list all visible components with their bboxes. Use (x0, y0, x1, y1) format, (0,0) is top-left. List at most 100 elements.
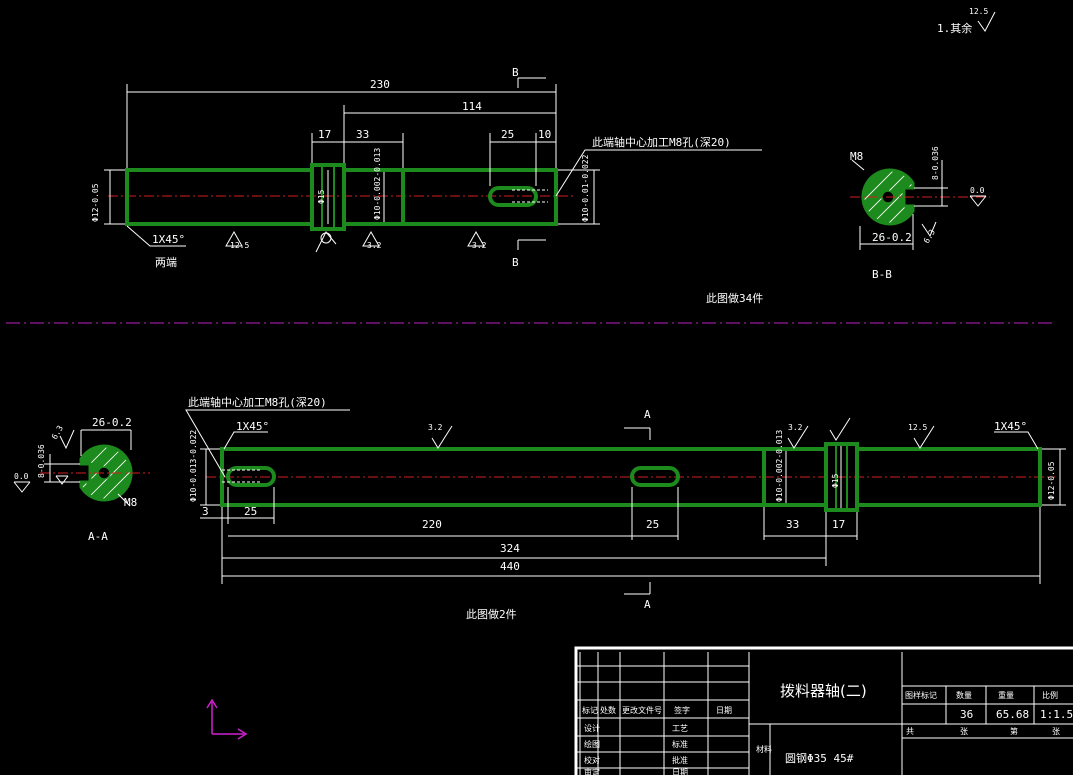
svg-text:M8: M8 (850, 150, 863, 163)
svg-text:3.2: 3.2 (367, 241, 382, 250)
svg-text:10: 10 (538, 128, 551, 141)
svg-text:处数: 处数 (600, 705, 616, 715)
svg-text:230: 230 (370, 78, 390, 91)
svg-text:绘图: 绘图 (584, 739, 600, 749)
drawing-title: 拨料器轴(二) (780, 682, 867, 700)
svg-text:材料: 材料 (756, 744, 772, 754)
svg-text:Φ10-0.002-0.013: Φ10-0.002-0.013 (373, 148, 382, 220)
svg-text:3.2: 3.2 (788, 423, 803, 432)
svg-text:日期: 日期 (672, 768, 688, 775)
svg-text:两端: 两端 (155, 256, 177, 269)
title-block: 拨料器轴(二) 圆钢Φ35 45# 材料 图样标记 数量 重量 比例 36 65… (574, 646, 1073, 775)
svg-text:220: 220 (422, 518, 442, 531)
svg-text:第: 第 (1010, 726, 1018, 736)
svg-text:标准: 标准 (672, 739, 688, 749)
svg-text:12.5: 12.5 (908, 423, 927, 432)
svg-text:比例: 比例 (1042, 690, 1058, 700)
ucs-axis-icon (206, 698, 248, 740)
svg-text:3.2: 3.2 (428, 423, 443, 432)
svg-text:签字: 签字 (674, 705, 690, 715)
svg-text:12.5: 12.5 (230, 241, 249, 250)
top-roughness-symbols: 12.5 3.2 3.2 (225, 230, 487, 253)
svg-text:33: 33 (786, 518, 799, 531)
svg-text:日期: 日期 (716, 706, 732, 715)
svg-text:8-0.036: 8-0.036 (931, 146, 940, 180)
svg-text:B: B (512, 66, 519, 79)
material-spec: 圆钢Φ35 45# (785, 752, 854, 765)
bottom-keyway-slot-mid (630, 466, 680, 487)
top-keyway-slot (488, 186, 538, 207)
top-section-mark: B B (512, 66, 546, 269)
svg-text:共: 共 (906, 727, 914, 736)
top-chamfer-note: 1X45° 两端 (126, 225, 186, 269)
svg-text:重量: 重量 (998, 690, 1014, 700)
bottom-quantity-note: 此图做2件 (466, 607, 517, 621)
svg-text:3.2: 3.2 (472, 241, 487, 250)
svg-text:1X45°: 1X45° (152, 233, 185, 246)
svg-text:M8: M8 (124, 496, 137, 509)
svg-text:36: 36 (960, 708, 973, 721)
svg-text:26-0.2: 26-0.2 (92, 416, 132, 429)
svg-text:0.0: 0.0 (14, 472, 29, 481)
svg-text:Φ15: Φ15 (317, 189, 326, 204)
bottom-dimensions: Φ10-0.013-0.022 Φ10-0.002-0.013 Φ15 Φ12-… (189, 430, 1066, 584)
bottom-shaft-view: Φ10-0.013-0.022 Φ10-0.002-0.013 Φ15 Φ12-… (185, 395, 1066, 621)
svg-text:1X45°: 1X45° (994, 420, 1027, 433)
svg-text:26-0.2: 26-0.2 (872, 231, 912, 244)
top-center-hole-note: 此端轴中心加工M8孔(深20) (555, 135, 762, 197)
svg-text:数量: 数量 (956, 690, 972, 700)
svg-text:6.3: 6.3 (922, 228, 937, 245)
svg-text:张: 张 (1052, 727, 1060, 736)
svg-text:1.其余: 1.其余 (937, 21, 972, 35)
svg-text:此端轴中心加工M8孔(深20): 此端轴中心加工M8孔(深20) (188, 395, 327, 409)
svg-text:17: 17 (318, 128, 331, 141)
svg-text:批准: 批准 (672, 755, 688, 765)
svg-text:25: 25 (244, 505, 257, 518)
top-dimensions: 230 114 17 33 25 10 Φ12-0.05 Φ15 Φ10-0.0… (91, 78, 600, 225)
bottom-chamfer-notes: 1X45° 1X45° (223, 420, 1039, 450)
svg-text:设计: 设计 (584, 723, 600, 733)
bottom-section-mark: A A (624, 408, 651, 611)
svg-text:Φ15: Φ15 (831, 473, 840, 488)
svg-text:Φ10-0.01-0.022: Φ10-0.01-0.022 (581, 154, 590, 222)
svg-text:B-B: B-B (872, 268, 892, 281)
svg-text:张: 张 (960, 727, 968, 736)
svg-text:此端轴中心加工M8孔(深20): 此端轴中心加工M8孔(深20) (592, 135, 731, 149)
svg-text:3: 3 (202, 505, 209, 518)
top-shaft-view: 230 114 17 33 25 10 Φ12-0.05 Φ15 Φ10-0.0… (91, 66, 763, 305)
svg-text:65.68: 65.68 (996, 708, 1029, 721)
svg-text:图样标记: 图样标记 (905, 690, 937, 700)
section-aa: 26-0.2 M8 8-0.036 0.0 6.3 A-A (13, 416, 150, 543)
svg-text:12.5: 12.5 (969, 7, 988, 16)
svg-text:440: 440 (500, 560, 520, 573)
svg-text:A: A (644, 408, 651, 421)
bottom-roughness-symbols: 3.2 3.2 12.5 (428, 417, 935, 449)
svg-text:更改文件号: 更改文件号 (622, 705, 662, 715)
svg-text:校对: 校对 (584, 755, 600, 765)
svg-text:Φ10-0.002-0.013: Φ10-0.002-0.013 (775, 430, 784, 502)
svg-text:33: 33 (356, 128, 369, 141)
svg-text:17: 17 (832, 518, 845, 531)
svg-text:0.0: 0.0 (970, 186, 985, 195)
svg-text:25: 25 (501, 128, 514, 141)
svg-text:8-0.036: 8-0.036 (37, 444, 46, 478)
svg-text:6.3: 6.3 (50, 424, 65, 441)
bottom-center-hole-note: 此端轴中心加工M8孔(深20) (185, 395, 350, 478)
svg-text:Φ12-0.05: Φ12-0.05 (1047, 461, 1056, 500)
bottom-keyway-slot-left (226, 466, 276, 487)
top-quantity-note: 此图做34件 (706, 291, 763, 305)
svg-text:1:1.5: 1:1.5 (1040, 708, 1073, 721)
svg-text:A: A (644, 598, 651, 611)
svg-text:B: B (512, 256, 519, 269)
general-roughness-note: 1.其余 12.5 (937, 7, 996, 35)
svg-text:114: 114 (462, 100, 482, 113)
svg-text:工艺: 工艺 (672, 724, 688, 733)
svg-text:Φ10-0.013-0.022: Φ10-0.013-0.022 (189, 430, 198, 502)
svg-text:A-A: A-A (88, 530, 108, 543)
section-bb: 26-0.2 M8 8-0.036 0.0 6.3 B-B (850, 146, 990, 281)
svg-text:审定: 审定 (584, 767, 600, 775)
svg-text:25: 25 (646, 518, 659, 531)
svg-text:标记: 标记 (582, 705, 598, 715)
svg-text:1X45°: 1X45° (236, 420, 269, 433)
